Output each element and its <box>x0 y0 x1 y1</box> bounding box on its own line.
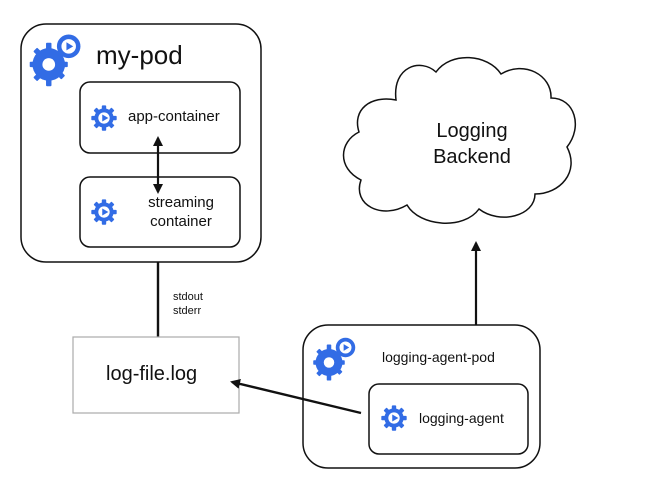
my-pod-title: my-pod <box>96 40 183 70</box>
app-container-label: app-container <box>128 108 220 125</box>
app-container-gear-icon <box>91 105 117 131</box>
logging-agent-label: logging-agent <box>419 410 504 426</box>
logging-backend-label-line1: Logging <box>436 120 508 142</box>
logging-agent-box <box>368 383 529 455</box>
streaming-container-gear-icon <box>91 199 117 225</box>
agent-to-logfile-arrow <box>230 379 362 415</box>
streaming-container-label-line2: container <box>150 213 212 230</box>
log-file-label: log-file.log <box>106 363 198 385</box>
stderr-label: stderr <box>173 305 202 317</box>
logging-agent-pod-title: logging-agent-pod <box>382 349 495 365</box>
logging-agent-gear-icon <box>381 405 407 431</box>
logging-backend-cloud <box>342 56 577 224</box>
streaming-container-label-line1: streaming <box>148 194 214 211</box>
log-file-box <box>72 336 240 414</box>
stdout-label: stdout <box>173 291 203 303</box>
logging-backend-label-line2: Backend <box>433 146 511 168</box>
